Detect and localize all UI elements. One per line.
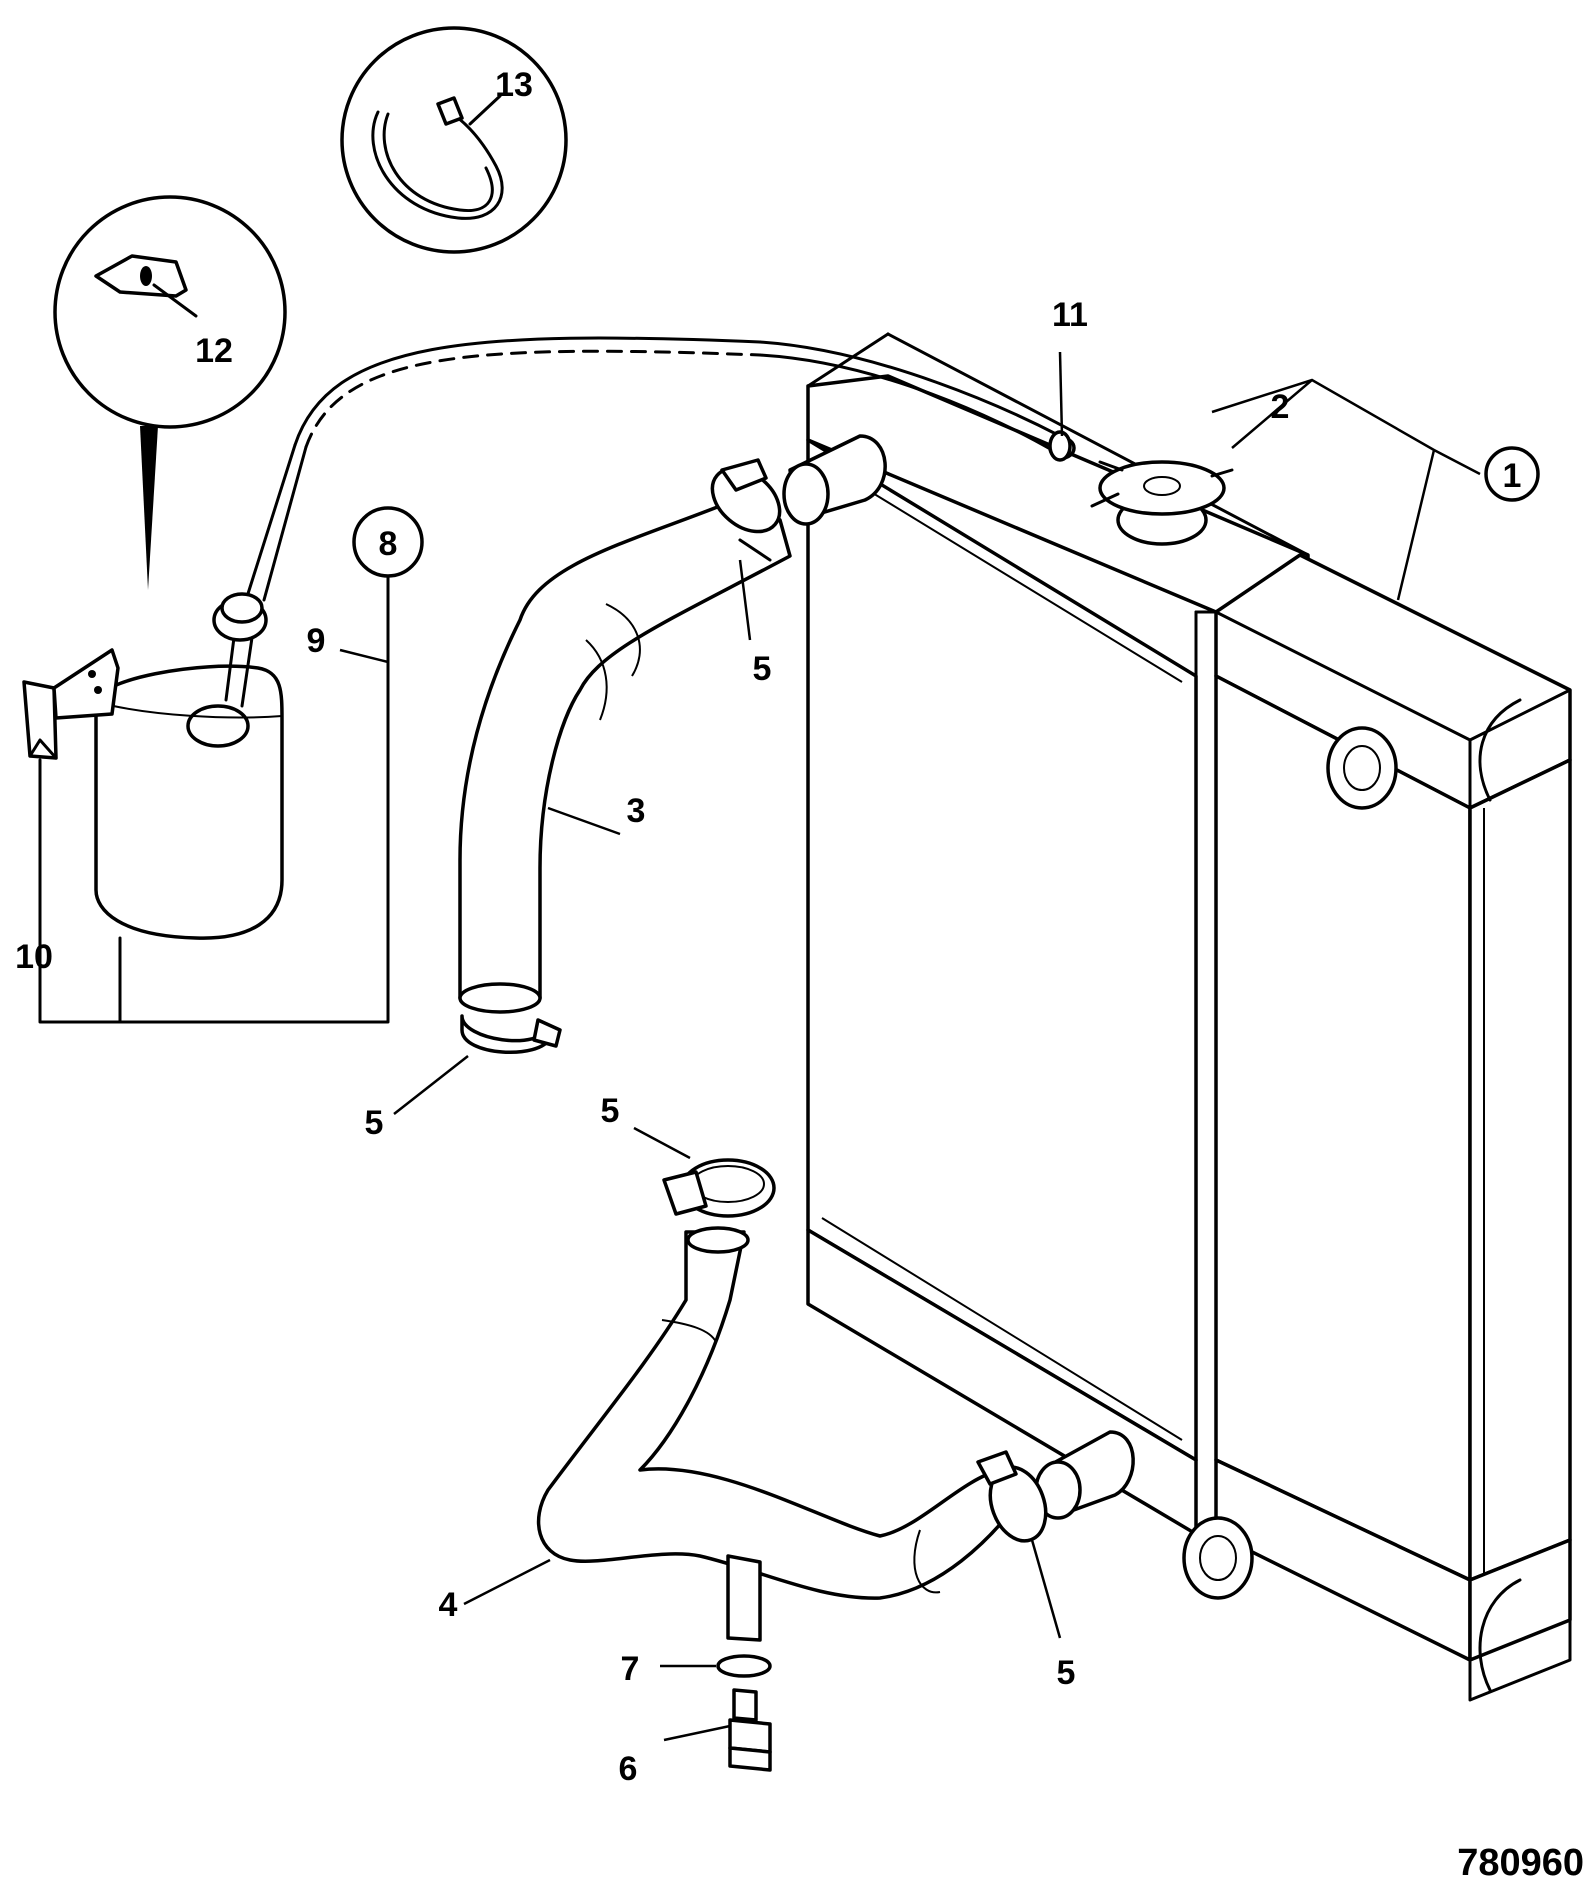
callout-4: 4 bbox=[439, 1586, 458, 1624]
callout-5-bottom: 5 bbox=[1057, 1654, 1076, 1692]
callout-5-left: 5 bbox=[365, 1104, 384, 1142]
hose-clip bbox=[1048, 430, 1072, 462]
callout-6: 6 bbox=[619, 1750, 638, 1788]
expansion-bottle bbox=[22, 574, 390, 1024]
radiator-cap bbox=[1090, 460, 1234, 546]
top-hose bbox=[458, 458, 792, 1054]
overflow-hose bbox=[244, 336, 1076, 602]
callout-7: 7 bbox=[621, 1650, 640, 1688]
callout-1: 1 bbox=[1503, 457, 1522, 495]
callout-9: 9 bbox=[307, 622, 326, 660]
callout-10: 10 bbox=[15, 938, 53, 976]
callout-2: 2 bbox=[1271, 388, 1290, 426]
callout-5-top: 5 bbox=[753, 650, 772, 688]
reference-number: 780960 bbox=[1457, 1842, 1584, 1884]
callout-8: 8 bbox=[379, 525, 398, 563]
hose-clamp-top bbox=[710, 458, 782, 562]
bottom-hose bbox=[536, 1158, 1048, 1772]
callout-12: 12 bbox=[195, 332, 233, 370]
callout-3: 3 bbox=[627, 792, 646, 830]
callout-11: 11 bbox=[1052, 296, 1088, 334]
callout-13: 13 bbox=[495, 66, 533, 104]
detail-12 bbox=[53, 195, 287, 590]
callout-5-mid: 5 bbox=[601, 1092, 620, 1130]
detail-13 bbox=[340, 26, 568, 254]
radiator bbox=[782, 332, 1572, 1702]
bottle-bracket bbox=[22, 648, 120, 760]
